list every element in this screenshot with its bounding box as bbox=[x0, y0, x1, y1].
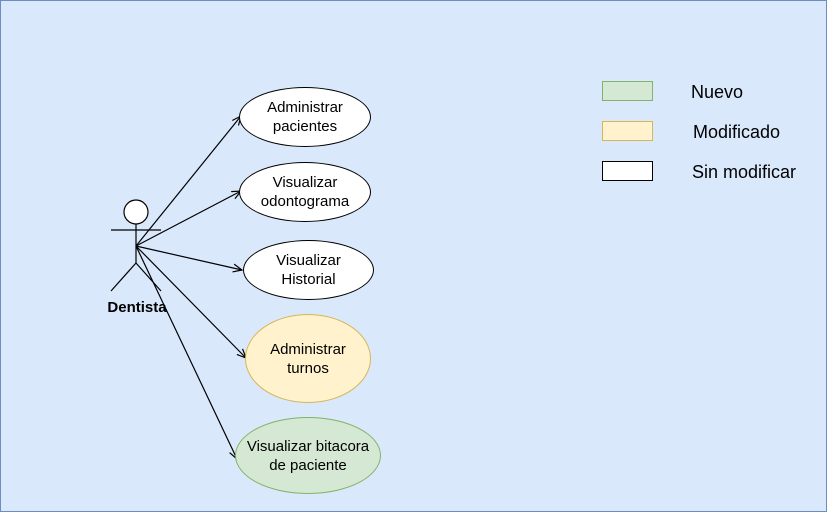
legend-swatch-sin-modificar bbox=[602, 161, 653, 181]
use-case-administrar-pacientes[interactable]: Administrar pacientes bbox=[239, 87, 371, 147]
use-case-label: Administrar turnos bbox=[270, 340, 346, 377]
association-arrow-bitacora bbox=[135, 245, 237, 459]
actor-label: Dentista bbox=[107, 299, 167, 316]
legend-label-modificado: Modificado bbox=[693, 122, 781, 142]
use-case-label: Administrar pacientes bbox=[267, 99, 343, 135]
use-case-administrar-turnos[interactable]: Administrar turnos bbox=[245, 314, 371, 403]
legend-swatch-modificado bbox=[602, 121, 653, 141]
association-arrow-odontograma bbox=[135, 191, 241, 247]
legend-label-sin-modificar: Sin modificar bbox=[692, 162, 797, 182]
actor-right-leg bbox=[135, 262, 162, 292]
actor-left-leg bbox=[110, 262, 137, 292]
association-arrow-historial bbox=[135, 245, 242, 270]
use-case-visualizar-odontograma[interactable]: Visualizar odontograma bbox=[239, 162, 371, 222]
legend-label-nuevo: Nuevo bbox=[691, 82, 744, 102]
use-case-label: Visualizar odontograma bbox=[260, 174, 350, 210]
actor-figure bbox=[110, 199, 162, 292]
use-case-label: Visualizar bitacora de paciente bbox=[246, 437, 370, 474]
use-case-label: Visualizar Historial bbox=[276, 252, 341, 288]
use-case-visualizar-historial[interactable]: Visualizar Historial bbox=[243, 240, 374, 300]
association-arrow-turnos bbox=[135, 245, 246, 358]
legend-swatch-nuevo bbox=[602, 81, 653, 101]
use-case-visualizar-bitacora[interactable]: Visualizar bitacora de paciente bbox=[235, 417, 381, 494]
actor-head bbox=[123, 199, 149, 225]
association-arrow-pacientes bbox=[135, 116, 241, 247]
